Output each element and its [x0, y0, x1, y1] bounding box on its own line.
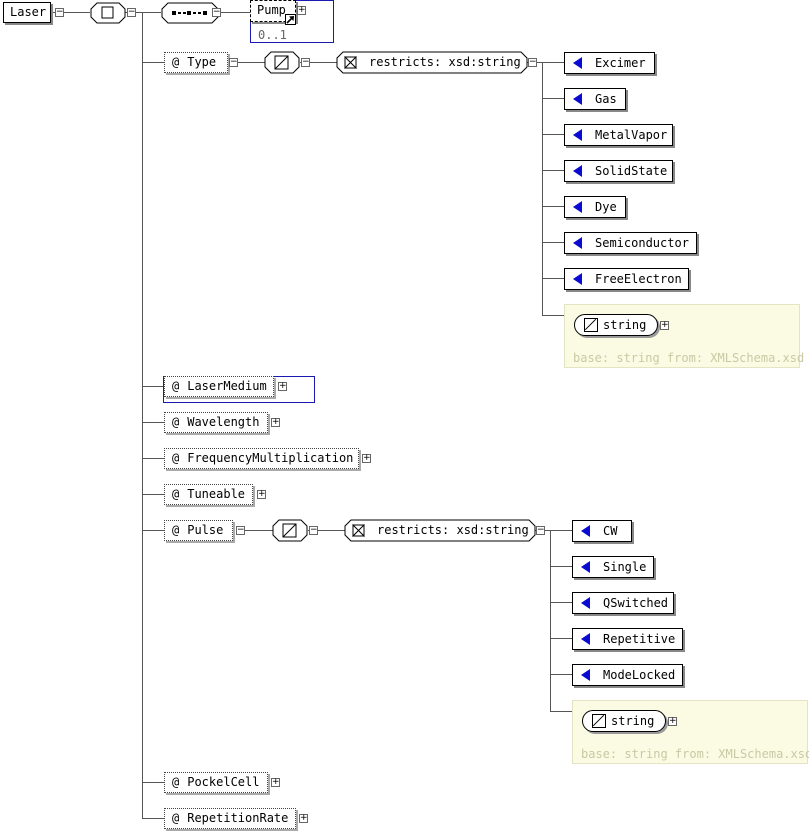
attribute-icon: @	[172, 415, 180, 429]
enum-dye[interactable]: Dye	[564, 196, 626, 218]
enum-repetitive[interactable]: Repetitive	[572, 628, 683, 650]
enum-marker-icon	[573, 237, 582, 249]
expand-toggle[interactable]: +	[297, 5, 306, 15]
attribute-frequencymultiplication-label: FrequencyMultiplication	[187, 451, 354, 465]
expand-toggle[interactable]: +	[278, 381, 287, 391]
enum-cw[interactable]: CW	[572, 520, 632, 542]
enum-marker-icon	[573, 57, 582, 69]
enum-marker-icon	[581, 561, 590, 573]
base-type-info: base: string from: XMLSchema.xsd	[573, 351, 805, 365]
simple-type-icon	[272, 519, 308, 542]
enum-marker-icon	[573, 201, 582, 213]
expand-toggle[interactable]: +	[668, 716, 677, 726]
simple-type-icon	[264, 51, 300, 74]
collapse-toggle[interactable]: −	[309, 525, 318, 535]
base-type-info: base: string from: XMLSchema.xsd	[581, 747, 809, 761]
attribute-type[interactable]: @ Type	[164, 52, 228, 73]
attribute-icon: @	[172, 811, 180, 825]
attribute-lasermedium[interactable]: @ LaserMedium	[164, 376, 274, 397]
attribute-lasermedium-label: LaserMedium	[187, 379, 267, 393]
pump-element-label: Pump	[257, 3, 286, 17]
enum-marker-icon	[573, 93, 582, 105]
enum-metalvapor[interactable]: MetalVapor	[564, 124, 673, 146]
collapse-toggle[interactable]: −	[229, 57, 238, 67]
attribute-icon: @	[172, 451, 180, 465]
attribute-wavelength[interactable]: @ Wavelength	[164, 412, 268, 433]
enum-semiconductor[interactable]: Semiconductor	[564, 232, 697, 254]
simple-type-icon	[592, 714, 606, 728]
expand-toggle[interactable]: +	[362, 453, 371, 463]
attribute-tuneable-label: Tuneable	[187, 487, 246, 501]
collapse-toggle[interactable]: −	[236, 525, 245, 535]
enum-solidstate[interactable]: SolidState	[564, 160, 673, 182]
attribute-repetitionrate[interactable]: @ RepetitionRate	[164, 808, 296, 829]
collapse-toggle[interactable]: −	[212, 7, 221, 17]
enum-marker-icon	[581, 597, 590, 609]
restriction-frame	[344, 519, 536, 542]
attribute-icon: @	[172, 55, 180, 69]
collapse-toggle[interactable]: −	[301, 57, 310, 67]
enum-qswitched[interactable]: QSwitched	[572, 592, 674, 614]
reference-arrow-icon	[285, 14, 296, 25]
pump-occurrence: 0..1	[258, 28, 287, 42]
pump-element[interactable]: Pump	[250, 0, 296, 22]
collapse-toggle[interactable]: −	[127, 7, 136, 17]
attribute-repetitionrate-label: RepetitionRate	[187, 811, 289, 825]
attribute-icon: @	[172, 379, 180, 393]
attribute-icon: @	[172, 523, 180, 537]
root-element-laser[interactable]: Laser	[3, 2, 51, 23]
expand-toggle[interactable]: +	[271, 417, 280, 427]
enum-marker-icon	[581, 633, 590, 645]
enum-marker-icon	[573, 273, 582, 285]
restriction-frame	[336, 51, 528, 74]
enum-freeelectron[interactable]: FreeElectron	[564, 268, 689, 290]
enum-modelocked[interactable]: ModeLocked	[572, 664, 683, 686]
expand-toggle[interactable]: +	[299, 813, 308, 823]
enum-marker-icon	[573, 129, 582, 141]
attribute-wavelength-label: Wavelength	[187, 415, 260, 429]
collapse-toggle[interactable]: −	[55, 7, 64, 17]
enum-marker-icon	[581, 525, 590, 537]
attribute-pockelcell[interactable]: @ PockelCell	[164, 772, 268, 793]
expand-toggle[interactable]: +	[660, 320, 669, 330]
expand-toggle[interactable]: +	[271, 777, 280, 787]
enum-marker-icon	[581, 669, 590, 681]
attribute-frequencymultiplication[interactable]: @ FrequencyMultiplication	[164, 448, 359, 469]
sequence-dots-compositor-icon	[161, 2, 219, 24]
enum-single[interactable]: Single	[572, 556, 654, 578]
enum-gas[interactable]: Gas	[564, 88, 626, 110]
restriction-label: restricts: xsd:string	[377, 523, 529, 537]
attribute-icon: @	[172, 487, 180, 501]
attribute-pockelcell-label: PockelCell	[187, 775, 260, 789]
attribute-tuneable[interactable]: @ Tuneable	[164, 484, 253, 505]
simple-type-icon	[584, 318, 598, 332]
attribute-icon: @	[172, 775, 180, 789]
enum-excimer[interactable]: Excimer	[564, 52, 655, 74]
enum-marker-icon	[573, 165, 582, 177]
attribute-type-label: Type	[187, 55, 217, 69]
collapse-toggle[interactable]: −	[528, 57, 537, 67]
string-type-pill[interactable]: string	[574, 314, 658, 336]
attribute-pulse-label: Pulse	[187, 523, 224, 537]
sequence-compositor-icon	[90, 2, 126, 24]
string-type-pill[interactable]: string	[582, 710, 666, 732]
expand-toggle[interactable]: +	[257, 489, 266, 499]
attribute-pulse[interactable]: @ Pulse	[164, 520, 233, 541]
collapse-toggle[interactable]: −	[536, 525, 545, 535]
restriction-label: restricts: xsd:string	[369, 55, 521, 69]
root-element-label: Laser	[10, 5, 47, 19]
